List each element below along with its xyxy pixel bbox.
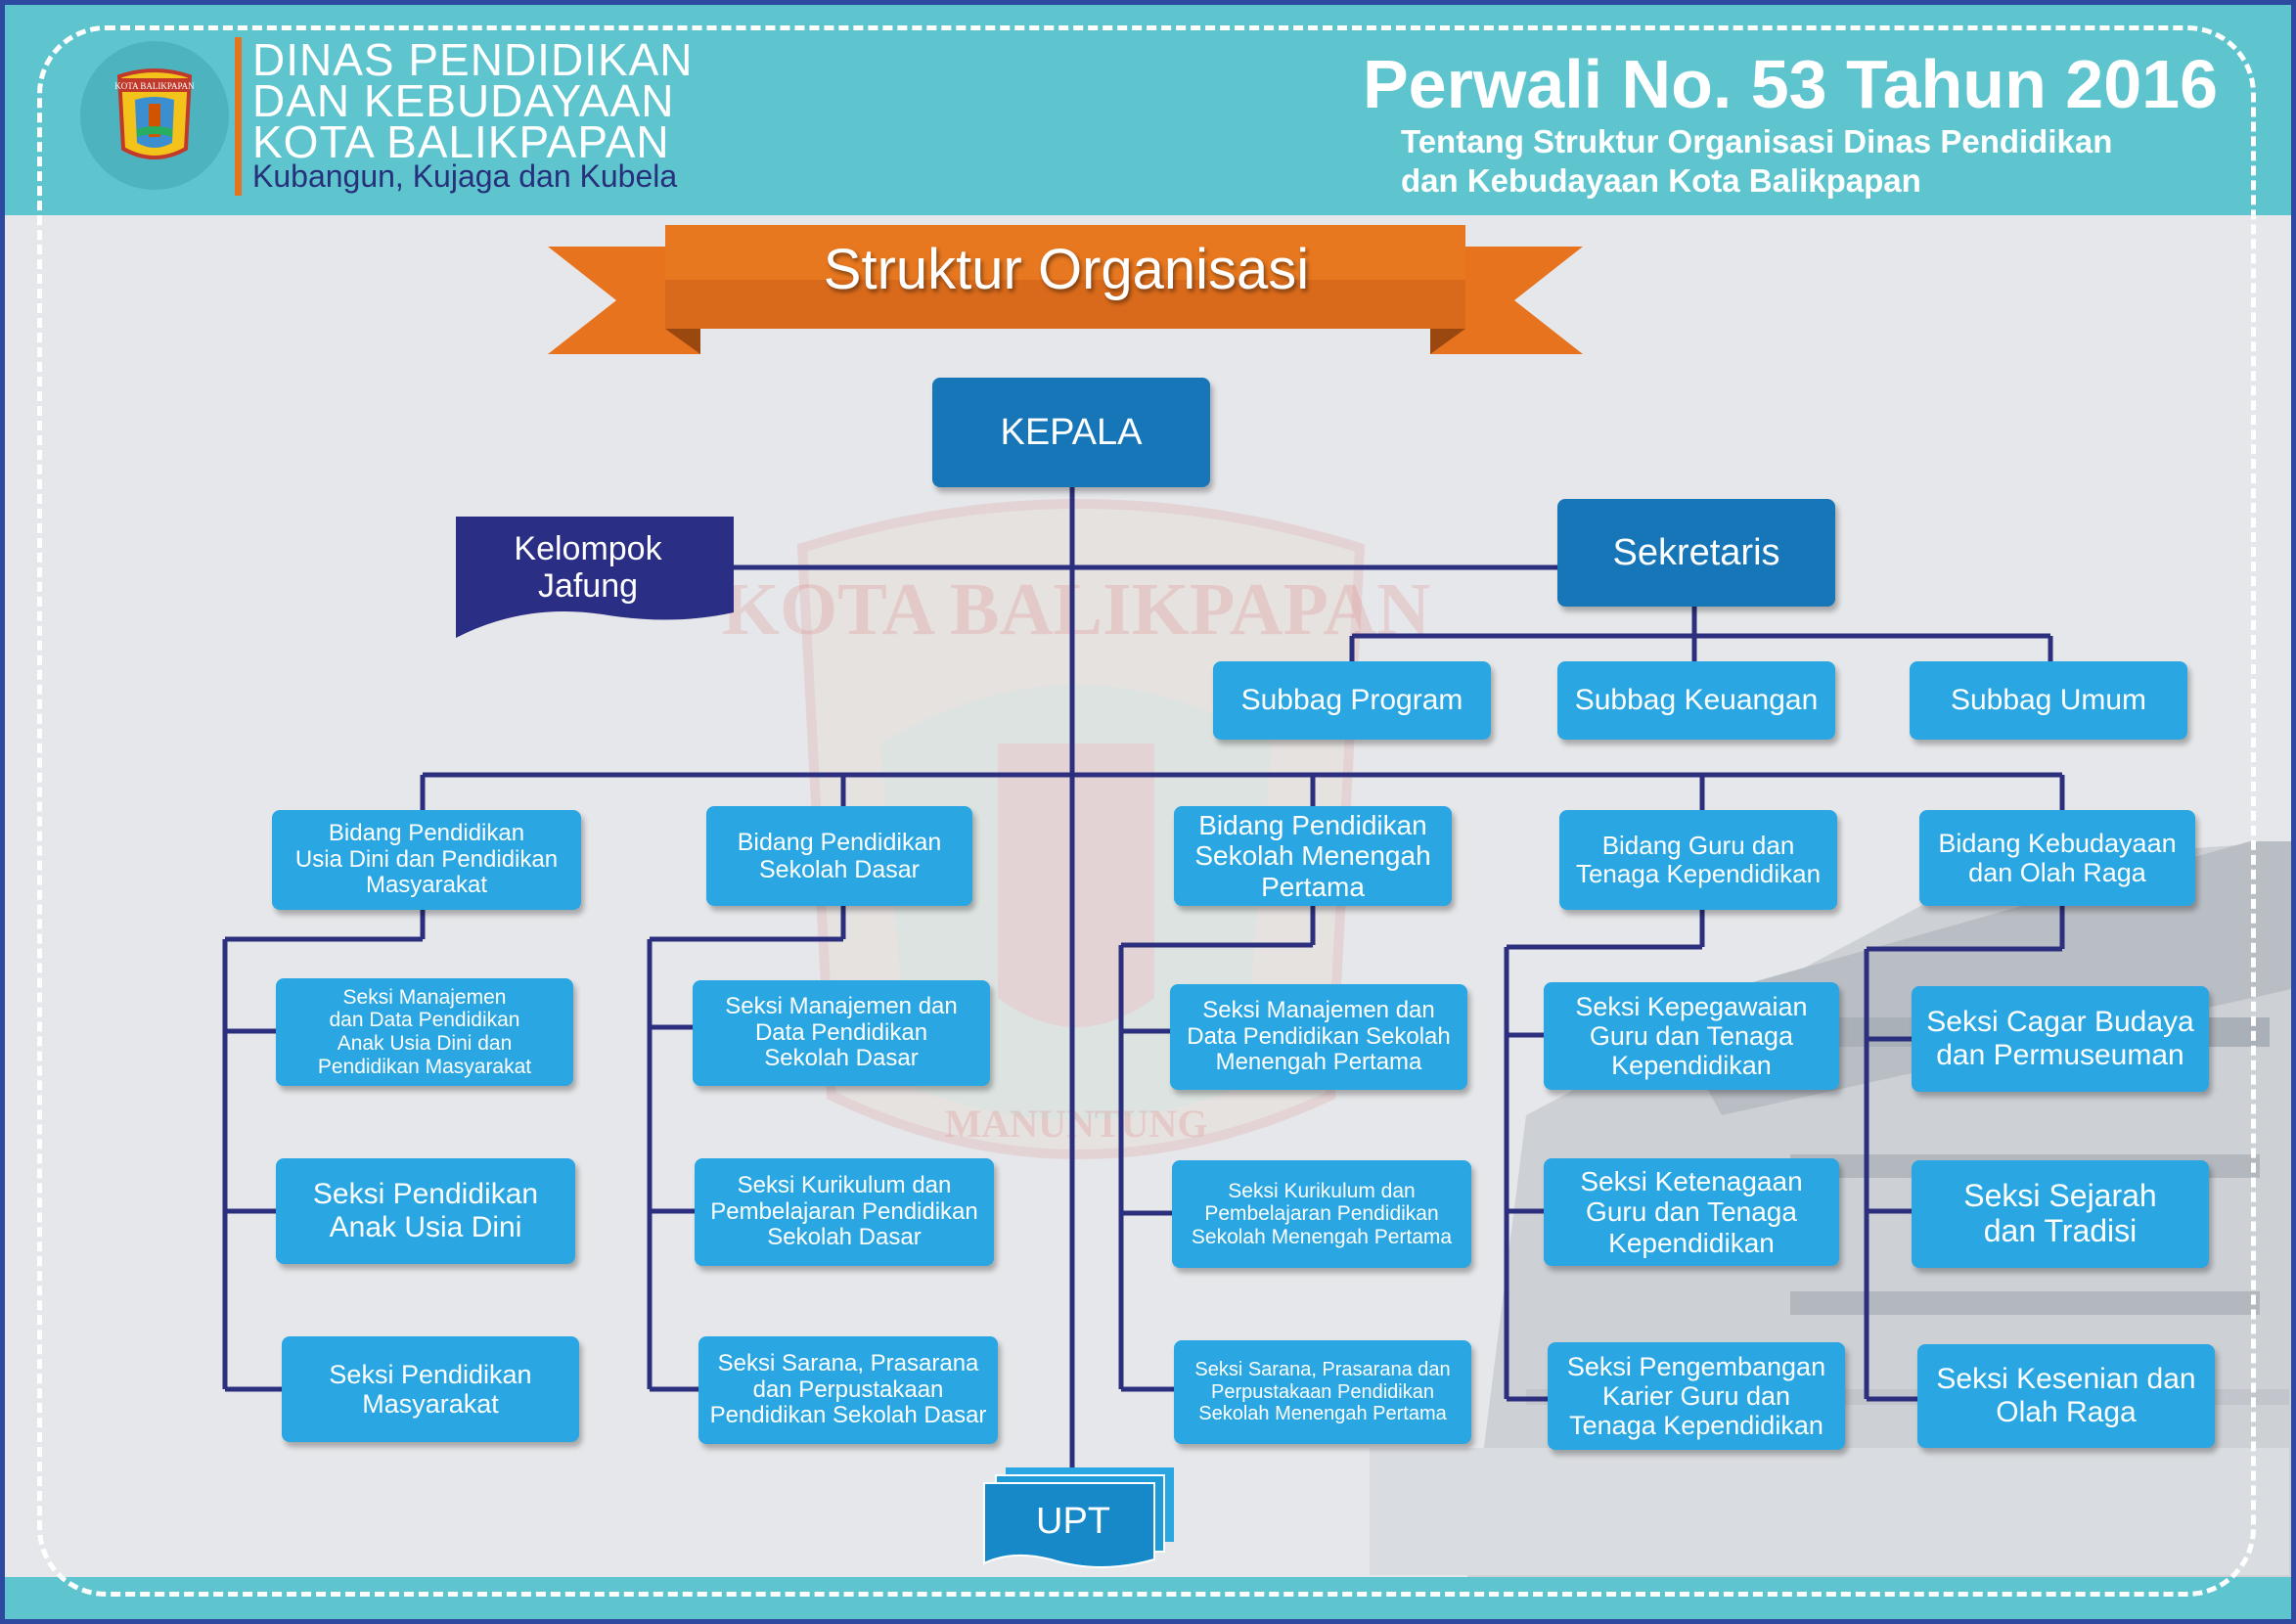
seksi-4-3: Seksi Pengembangan Karier Guru dan Tenag… <box>1548 1342 1845 1450</box>
seksi-4-1: Seksi Kepegawaian Guru dan Tenaga Kepend… <box>1544 982 1839 1090</box>
regulation-subtitle-line-1: Tentang Struktur Organisasi Dinas Pendid… <box>1401 123 2113 159</box>
seksi-5-1: Seksi Cagar Budaya dan Permuseuman <box>1912 986 2209 1092</box>
header-band <box>0 0 2296 215</box>
seksi-1-3: Seksi Pendidikan Masyarakat <box>282 1336 579 1442</box>
seksi-3-1: Seksi Manajemen dan Data Pendidikan Seko… <box>1170 984 1467 1090</box>
upt-label: UPT <box>1036 1500 1110 1542</box>
sekretaris-box: Sekretaris <box>1557 499 1835 607</box>
subbag-program-box: Subbag Program <box>1213 661 1491 740</box>
subbag-umum-box: Subbag Umum <box>1910 661 2187 740</box>
regulation-subtitle-line-2: dan Kebudayaan Kota Balikpapan <box>1401 162 1921 199</box>
seksi-1-2: Seksi Pendidikan Anak Usia Dini <box>276 1158 575 1264</box>
city-emblem-icon: KOTA BALIKPAPAN <box>114 68 195 159</box>
kepala-box: KEPALA <box>932 378 1210 487</box>
seksi-3-3: Seksi Sarana, Prasarana dan Perpustakaan… <box>1174 1340 1471 1444</box>
kelompok-jafung-label: Kelompok Jafung <box>514 529 662 605</box>
bidang-box-2: Bidang Pendidikan Sekolah Dasar <box>706 806 972 906</box>
bidang-box-5: Bidang Kebudayaan dan Olah Raga <box>1919 810 2195 906</box>
org-name-line-3: KOTA BALIKPAPAN <box>252 116 670 167</box>
seksi-2-3: Seksi Sarana, Prasarana dan Perpustakaan… <box>698 1336 998 1444</box>
seksi-2-1: Seksi Manajemen dan Data Pendidikan Seko… <box>693 980 990 1086</box>
org-tagline: Kubangun, Kujaga dan Kubela <box>252 158 678 194</box>
seksi-3-2: Seksi Kurikulum dan Pembelajaran Pendidi… <box>1172 1160 1471 1268</box>
regulation-title: Perwali No. 53 Tahun 2016 <box>1362 46 2218 122</box>
seksi-2-2: Seksi Kurikulum dan Pembelajaran Pendidi… <box>695 1158 994 1266</box>
seksi-5-3: Seksi Kesenian dan Olah Raga <box>1917 1344 2215 1448</box>
bidang-box-1: Bidang Pendidikan Usia Dini dan Pendidik… <box>272 810 581 910</box>
seksi-1-1: Seksi Manajemen dan Data Pendidikan Anak… <box>276 978 573 1086</box>
subbag-keuangan-box: Subbag Keuangan <box>1557 661 1835 740</box>
footer-band <box>0 1577 2296 1624</box>
header-accent-bar <box>235 37 242 196</box>
bidang-box-3: Bidang Pendidikan Sekolah Menengah Perta… <box>1174 806 1452 906</box>
watermark-bottom-text: MANUNTUNG <box>945 1102 1208 1146</box>
title-ribbon <box>548 225 1583 354</box>
watermark-top-text: KOTA BALIKPAPAN <box>722 568 1430 651</box>
org-name-line-1: DINAS PENDIDIKAN <box>252 34 694 85</box>
bidang-box-4: Bidang Guru dan Tenaga Kependidikan <box>1559 810 1837 910</box>
city-logo: KOTA BALIKPAPAN <box>80 41 229 190</box>
seksi-5-2: Seksi Sejarah dan Tradisi <box>1912 1160 2209 1268</box>
org-name-line-2: DAN KEBUDAYAAN <box>252 75 675 126</box>
logo-text: KOTA BALIKPAPAN <box>114 81 195 91</box>
seksi-4-2: Seksi Ketenagaan Guru dan Tenaga Kependi… <box>1544 1158 1839 1266</box>
kelompok-jafung-box-shape <box>456 517 734 638</box>
banner-title: Struktur Organisasi <box>823 238 1310 301</box>
upt-stack-shape <box>983 1467 1174 1568</box>
